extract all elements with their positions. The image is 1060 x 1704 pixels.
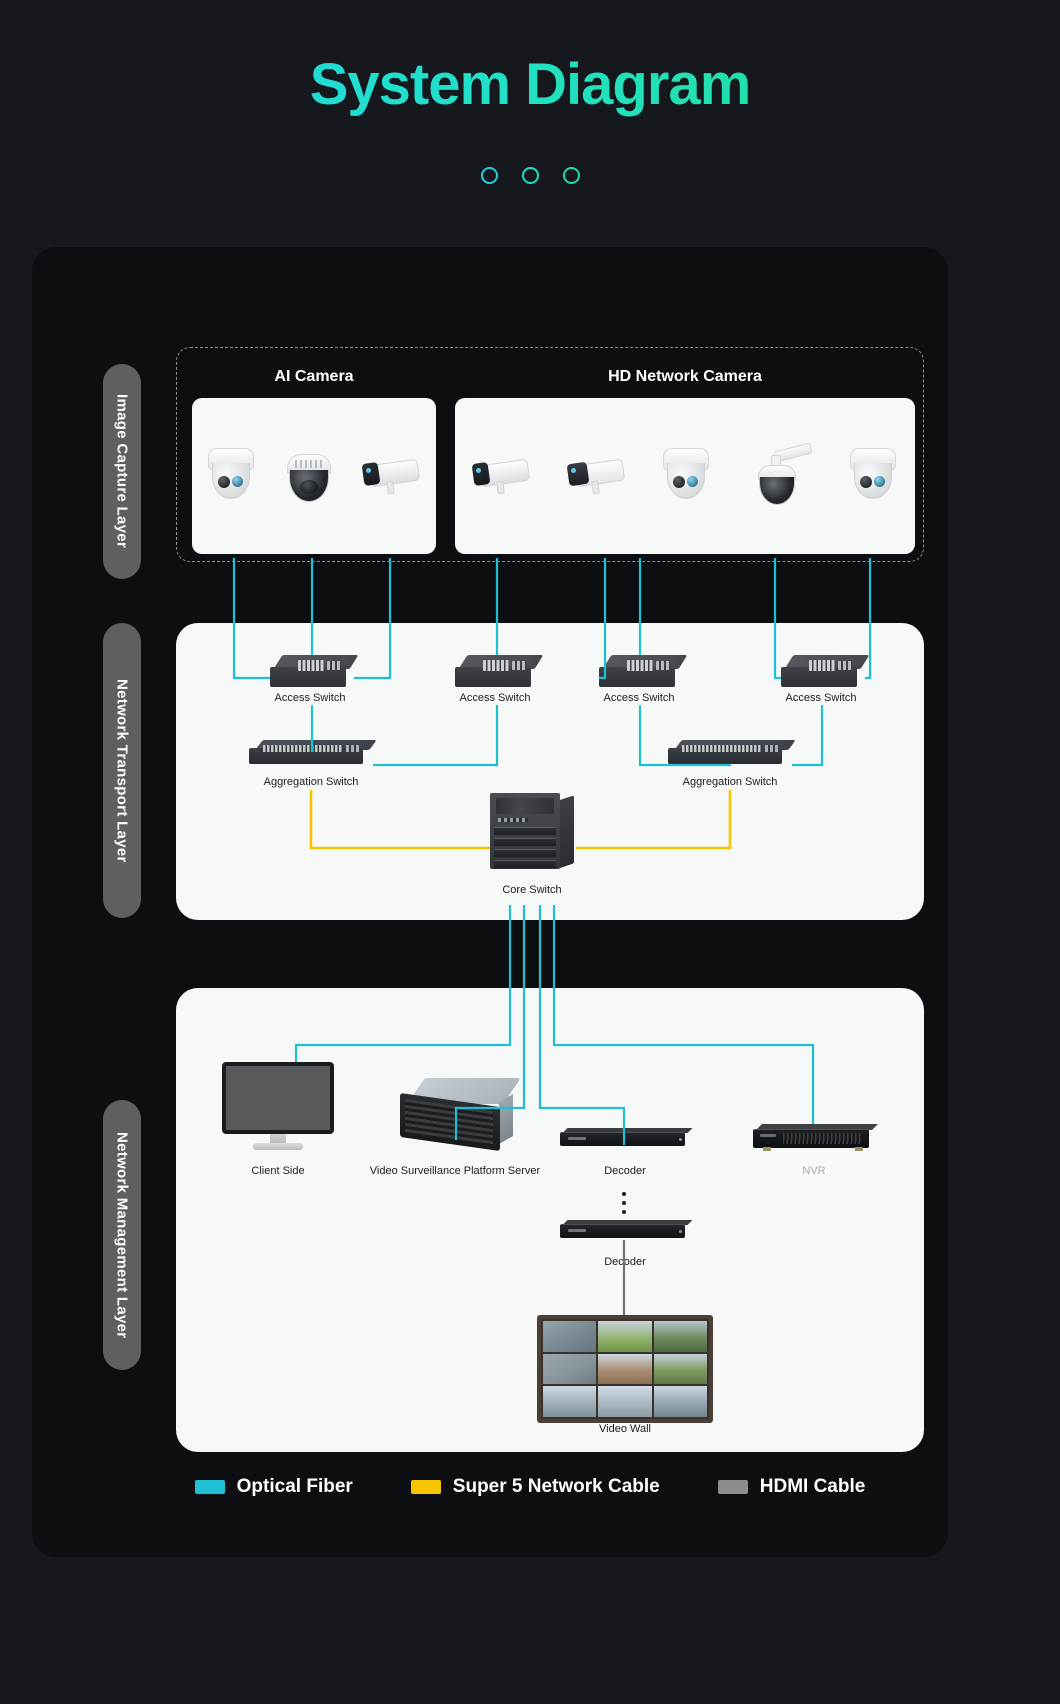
client-side-label: Client Side — [251, 1165, 305, 1177]
monitor-icon — [222, 1062, 334, 1150]
aggregation-switch-icon — [668, 740, 796, 768]
legend: Optical Fiber Super 5 Network Cable HDMI… — [0, 1476, 1060, 1498]
layer-label-network-management: Network Management Layer — [103, 1100, 141, 1370]
bullet-camera-dark-icon — [566, 454, 628, 498]
decoder-icon — [560, 1128, 693, 1148]
legend-label-super5-network-cable: Super 5 Network Cable — [452, 1476, 660, 1497]
layer-label-text: Network Management Layer — [113, 1131, 131, 1339]
layer-label-text: Image Capture Layer — [113, 394, 131, 549]
decoder-label: Decoder — [604, 1165, 646, 1177]
bullet-camera-icon — [361, 454, 423, 498]
legend-label-hdmi-cable: HDMI Cable — [759, 1476, 866, 1497]
access-switch-label: Access Switch — [603, 692, 675, 704]
dome-camera-icon — [847, 448, 899, 504]
server-icon — [400, 1078, 521, 1152]
access-switch-icon — [270, 655, 359, 689]
page-title: System Diagram — [0, 50, 1060, 120]
legend-swatch-optical-fiber — [194, 1480, 225, 1494]
hd-network-camera-group-title: HD Network Camera — [608, 368, 762, 385]
aggregation-switch-icon — [249, 740, 377, 768]
ptz-dome-camera-icon — [283, 448, 335, 504]
hd-network-camera-group-box — [455, 398, 915, 554]
core-switch-label: Core Switch — [502, 884, 562, 896]
turret-camera-icon — [205, 448, 257, 504]
access-switch-icon — [599, 655, 688, 689]
ai-camera-group-box — [192, 398, 436, 554]
legend-swatch-hdmi-cable — [717, 1480, 748, 1494]
decorative-dot-2 — [521, 167, 539, 184]
access-switch-icon — [455, 655, 544, 689]
video-wall-label: Video Wall — [599, 1423, 651, 1435]
legend-item-optical-fiber: Optical Fiber — [194, 1476, 353, 1498]
ptz-arm-camera-icon — [744, 442, 814, 507]
nvr-label: NVR — [802, 1165, 826, 1177]
aggregation-switch-label: Aggregation Switch — [682, 776, 778, 788]
layer-label-text: Network Transport Layer — [113, 678, 131, 863]
title-dots — [0, 167, 1060, 184]
access-switch-label: Access Switch — [459, 692, 531, 704]
decoder-label: Decoder — [604, 1256, 646, 1268]
video-surveillance-platform-server-label: Video Surveillance Platform Server — [369, 1165, 541, 1177]
legend-label-optical-fiber: Optical Fiber — [236, 1476, 353, 1497]
vertical-ellipsis-icon — [622, 1192, 626, 1214]
turret-camera-icon — [660, 448, 712, 504]
decoder-icon — [560, 1220, 693, 1240]
aggregation-switch-label: Aggregation Switch — [263, 776, 359, 788]
access-switch-label: Access Switch — [785, 692, 857, 704]
decorative-dot-1 — [480, 167, 498, 184]
legend-swatch-super5-network-cable — [410, 1480, 441, 1494]
image-capture-dashed-frame — [176, 347, 924, 562]
bullet-camera-icon — [471, 454, 533, 498]
legend-item-super5-network-cable: Super 5 Network Cable — [410, 1476, 660, 1498]
access-switch-icon — [781, 655, 870, 689]
layer-label-network-transport: Network Transport Layer — [103, 623, 141, 918]
nvr-icon — [753, 1124, 878, 1151]
layer-label-image-capture: Image Capture Layer — [103, 364, 141, 579]
core-switch-icon — [490, 793, 576, 869]
video-wall-icon — [537, 1315, 713, 1423]
access-switch-label: Access Switch — [274, 692, 346, 704]
decorative-dot-3 — [562, 167, 580, 184]
ai-camera-group-title: AI Camera — [274, 368, 354, 385]
legend-item-hdmi-cable: HDMI Cable — [717, 1476, 866, 1498]
